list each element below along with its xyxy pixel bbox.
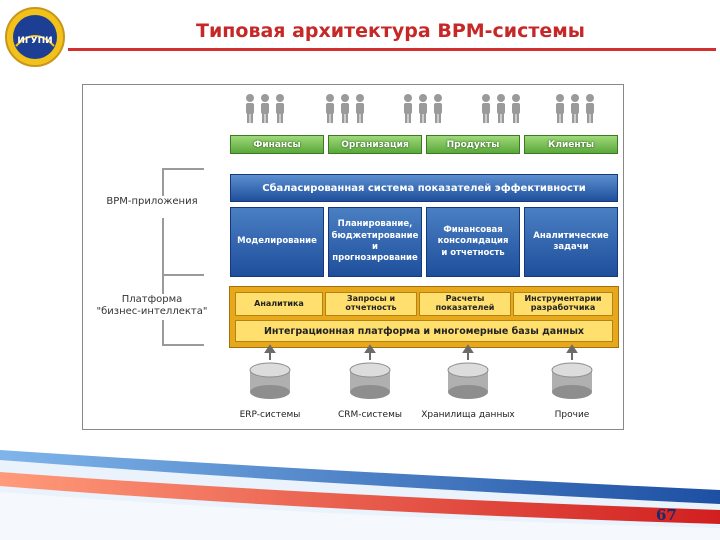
app-analytics-tasks: Аналитические задачи bbox=[524, 207, 618, 277]
integration-platform-bar: Интеграционная платформа и многомерные б… bbox=[235, 320, 613, 342]
database-icon bbox=[249, 362, 291, 399]
title-underline bbox=[68, 48, 716, 51]
segment-organization: Организация bbox=[328, 135, 422, 154]
platform-label-line1: Платформа bbox=[121, 294, 183, 305]
page-number: 67 bbox=[656, 506, 677, 524]
users-icon bbox=[246, 94, 284, 123]
platform-queries: Запросы и отчетность bbox=[325, 292, 417, 316]
platform-calculations: Расчеты показателей bbox=[419, 292, 511, 316]
page-title: Типовая архитектура BPM-системы bbox=[196, 20, 585, 42]
apps-bracket-top bbox=[162, 168, 204, 196]
source-warehouse-label: Хранилища данных bbox=[421, 410, 515, 420]
source-erp-label: ERP-системы bbox=[239, 410, 301, 420]
users-icon bbox=[326, 94, 364, 123]
platform-dev-tools: Инструментарии разработчика bbox=[513, 292, 613, 316]
app-planning: Планирование, бюджетирование и прогнозир… bbox=[328, 207, 422, 277]
platform-analytics: Аналитика bbox=[235, 292, 323, 316]
segment-products: Продукты bbox=[426, 135, 520, 154]
source-crm-label: CRM-системы bbox=[338, 410, 402, 420]
platform-bracket-top bbox=[162, 274, 204, 294]
segment-clients: Клиенты bbox=[524, 135, 618, 154]
bottom-swoosh-decoration bbox=[0, 450, 720, 540]
app-modeling: Моделирование bbox=[230, 207, 324, 277]
users-icon bbox=[556, 94, 594, 123]
platform-label-line2: "бизнес-интеллекта" bbox=[96, 306, 208, 317]
balanced-scorecard-bar: Сбаласированная система показателей эффе… bbox=[230, 174, 618, 202]
apps-bracket-bottom bbox=[162, 218, 204, 276]
database-icon bbox=[447, 362, 489, 399]
source-other-label: Прочие bbox=[554, 410, 590, 420]
logo-text: ИГУПИ bbox=[17, 36, 52, 46]
bpm-apps-label: BPM-приложения bbox=[106, 196, 198, 207]
users-icon bbox=[404, 94, 442, 123]
database-icon bbox=[551, 362, 593, 399]
university-logo: ИГУПИ bbox=[5, 7, 65, 67]
app-consolidation: Финансовая консолидация и отчетность bbox=[426, 207, 520, 277]
users-icon bbox=[482, 94, 520, 123]
database-icon bbox=[349, 362, 391, 399]
segment-finance: Финансы bbox=[230, 135, 324, 154]
platform-bracket-bottom bbox=[162, 320, 204, 346]
